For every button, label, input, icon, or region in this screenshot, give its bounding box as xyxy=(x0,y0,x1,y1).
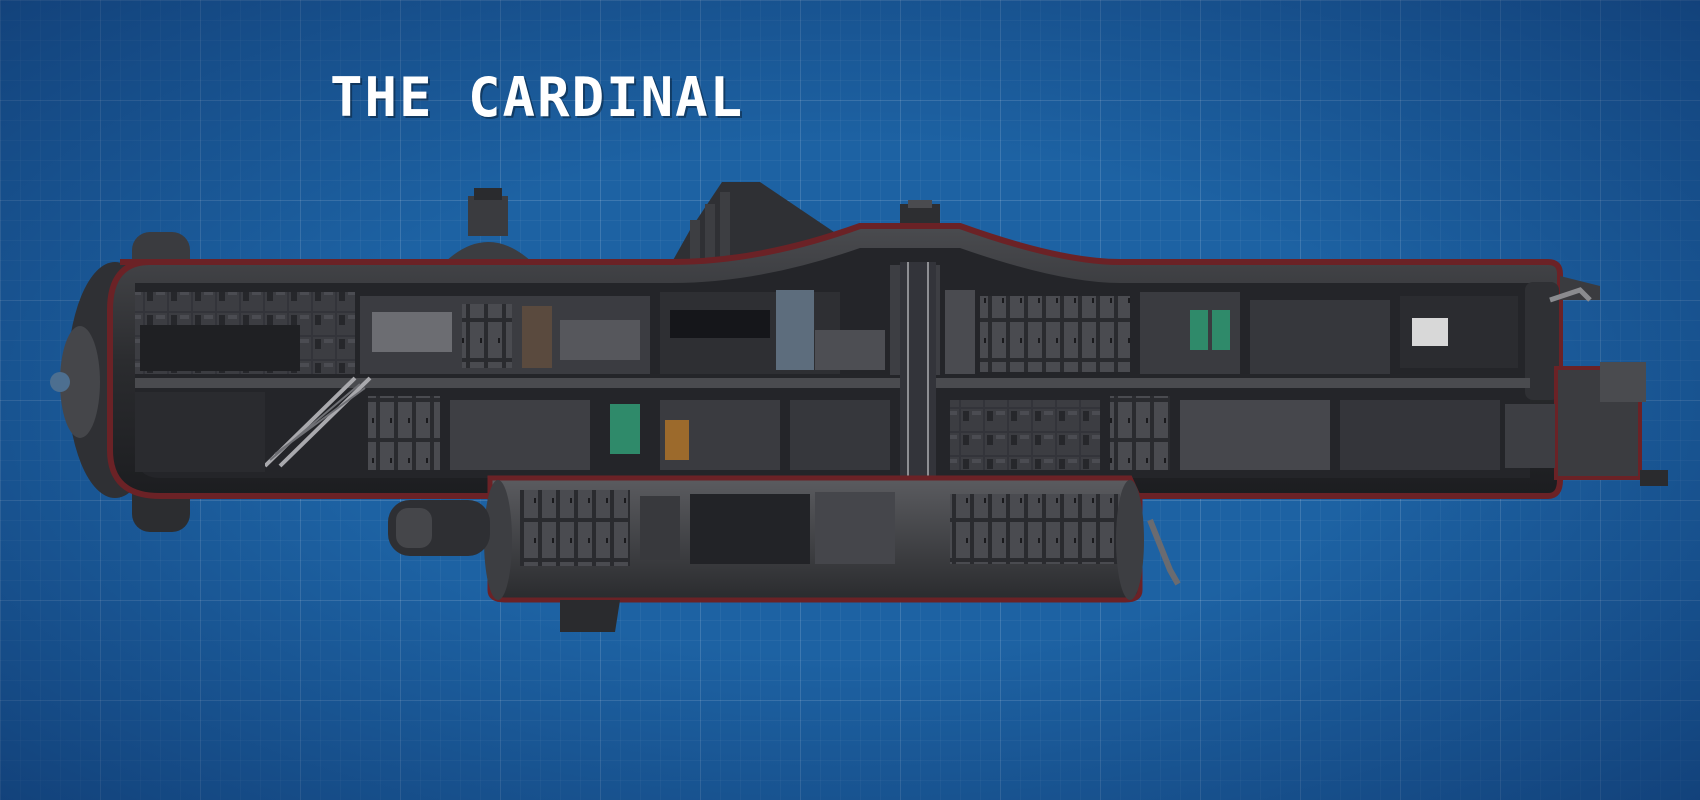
submarine-title: THE CARDINAL xyxy=(330,66,745,129)
side-thrusters xyxy=(388,500,490,556)
stairway xyxy=(263,376,372,468)
lower-pod xyxy=(484,475,1144,603)
upper-deck xyxy=(135,265,1518,375)
bow-section xyxy=(1525,276,1668,486)
dorsal-fin xyxy=(672,182,840,262)
conning-tower xyxy=(445,188,532,262)
ventral-fin xyxy=(560,600,620,632)
manipulator-arm xyxy=(1147,287,1592,586)
lower-deck xyxy=(135,392,1555,472)
mid-deck-floor xyxy=(135,378,1530,388)
